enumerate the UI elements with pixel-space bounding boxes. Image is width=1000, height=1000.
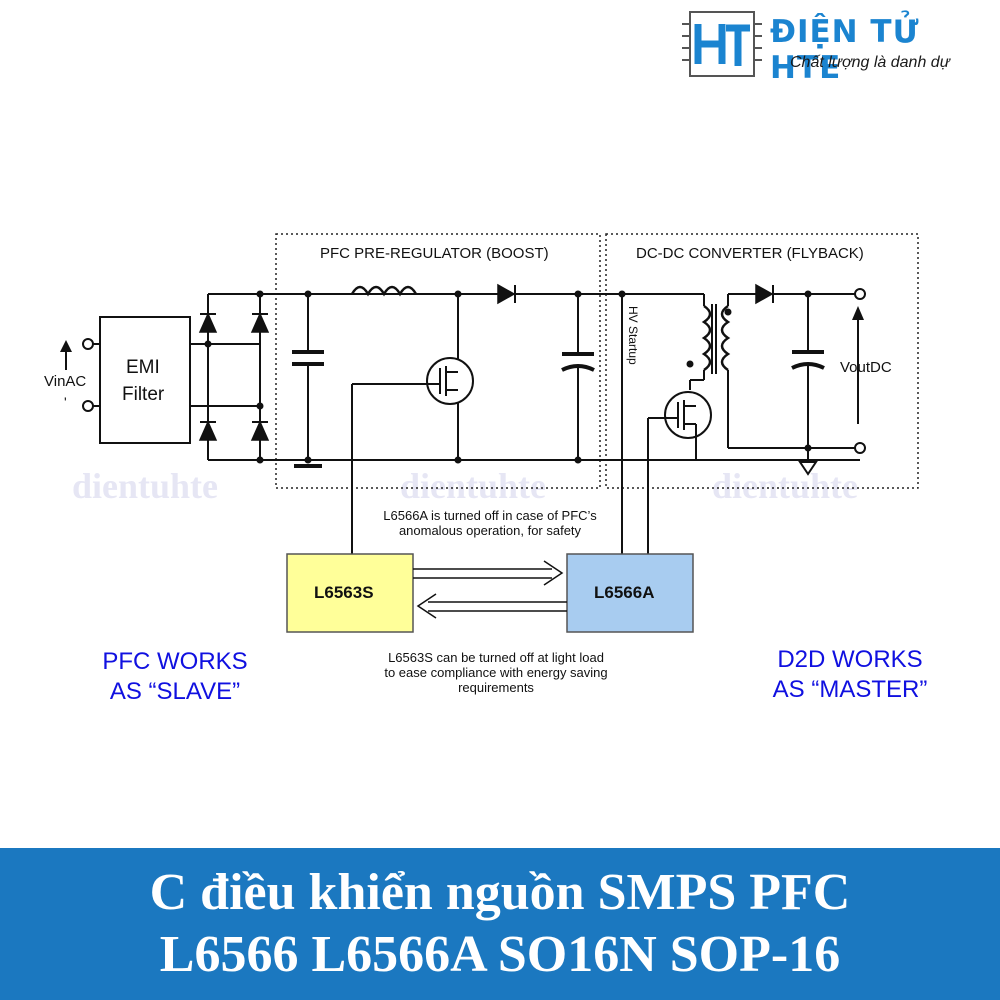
pfc-section-box	[275, 233, 601, 489]
note-top-line2: anomalous operation, for safety	[398, 523, 582, 538]
pfc-slave-caption-line1: PFC WORKS	[102, 648, 248, 675]
note-top-line1: L6566A is turned off in case of PFC’s	[383, 508, 597, 523]
emi-filter-box	[99, 316, 191, 444]
d2d-master-caption-line1: D2D WORKS	[777, 646, 923, 673]
pfc-section-title: PFC PRE-REGULATOR (BOOST)	[320, 245, 549, 262]
output-label: VoutDC	[840, 359, 892, 376]
d2d-master-caption-line2: AS “MASTER”	[772, 676, 928, 703]
watermark-2: dientuhte	[400, 466, 546, 506]
emi-label-line2: Filter	[122, 384, 165, 405]
title-banner: C điều khiển nguồn SMPS PFC L6566 L6566A…	[0, 848, 1000, 1000]
l6563s-chip: L6563S	[286, 553, 414, 633]
boost-inductor	[350, 285, 418, 297]
emi-label-line1: EMI	[126, 357, 160, 378]
dcdc-section-box	[605, 233, 919, 489]
transformer-secondary	[720, 304, 731, 372]
watermark-1: dientuhte	[72, 466, 218, 506]
note-bottom: L6563S can be turned off at light load t…	[346, 650, 646, 695]
dcdc-section-title: DC-DC CONVERTER (FLYBACK)	[636, 245, 864, 262]
note-top: L6566A is turned off in case of PFC’s an…	[340, 508, 640, 538]
brand-tagline: Chất lượng là danh dự	[790, 54, 950, 71]
note-bottom-line1: L6563S can be turned off at light load	[388, 650, 604, 665]
input-terminal-top	[82, 338, 94, 350]
output-terminal-bottom	[854, 442, 866, 454]
transformer-primary	[701, 304, 712, 372]
note-bottom-line3: requirements	[458, 680, 534, 695]
banner-title-line2: L6566 L6566A SO16N SOP-16	[159, 926, 841, 983]
output-terminal-top	[854, 288, 866, 300]
l6563s-label: L6563S	[314, 583, 374, 602]
watermark-3: dientuhte	[712, 466, 858, 506]
brand-name: ĐIỆN TỬ HTE	[770, 14, 920, 86]
pfc-slave-caption-line2: AS “SLAVE”	[109, 678, 241, 705]
l6566a-chip: L6566A	[566, 553, 694, 633]
circuit-diagram: dientuhte dientuhte dientuhte PFC PRE-RE…	[44, 233, 919, 633]
banner-title-line1: C điều khiển nguồn SMPS PFC	[149, 864, 851, 921]
pfc-mosfet	[426, 357, 474, 405]
pfc-slave-caption: PFC WORKS AS “SLAVE”	[70, 647, 280, 707]
d2d-master-caption: D2D WORKS AS “MASTER”	[740, 645, 960, 705]
hv-startup-label: HV Startup	[626, 306, 640, 365]
flyback-mosfet	[664, 391, 712, 439]
note-bottom-line2: to ease compliance with energy saving	[384, 665, 608, 680]
svg-text:': '	[64, 394, 67, 410]
input-label: VinAC	[44, 373, 86, 390]
brand-logo-icon	[682, 11, 762, 77]
input-terminal-bottom	[82, 400, 94, 412]
l6566a-label: L6566A	[594, 583, 654, 602]
